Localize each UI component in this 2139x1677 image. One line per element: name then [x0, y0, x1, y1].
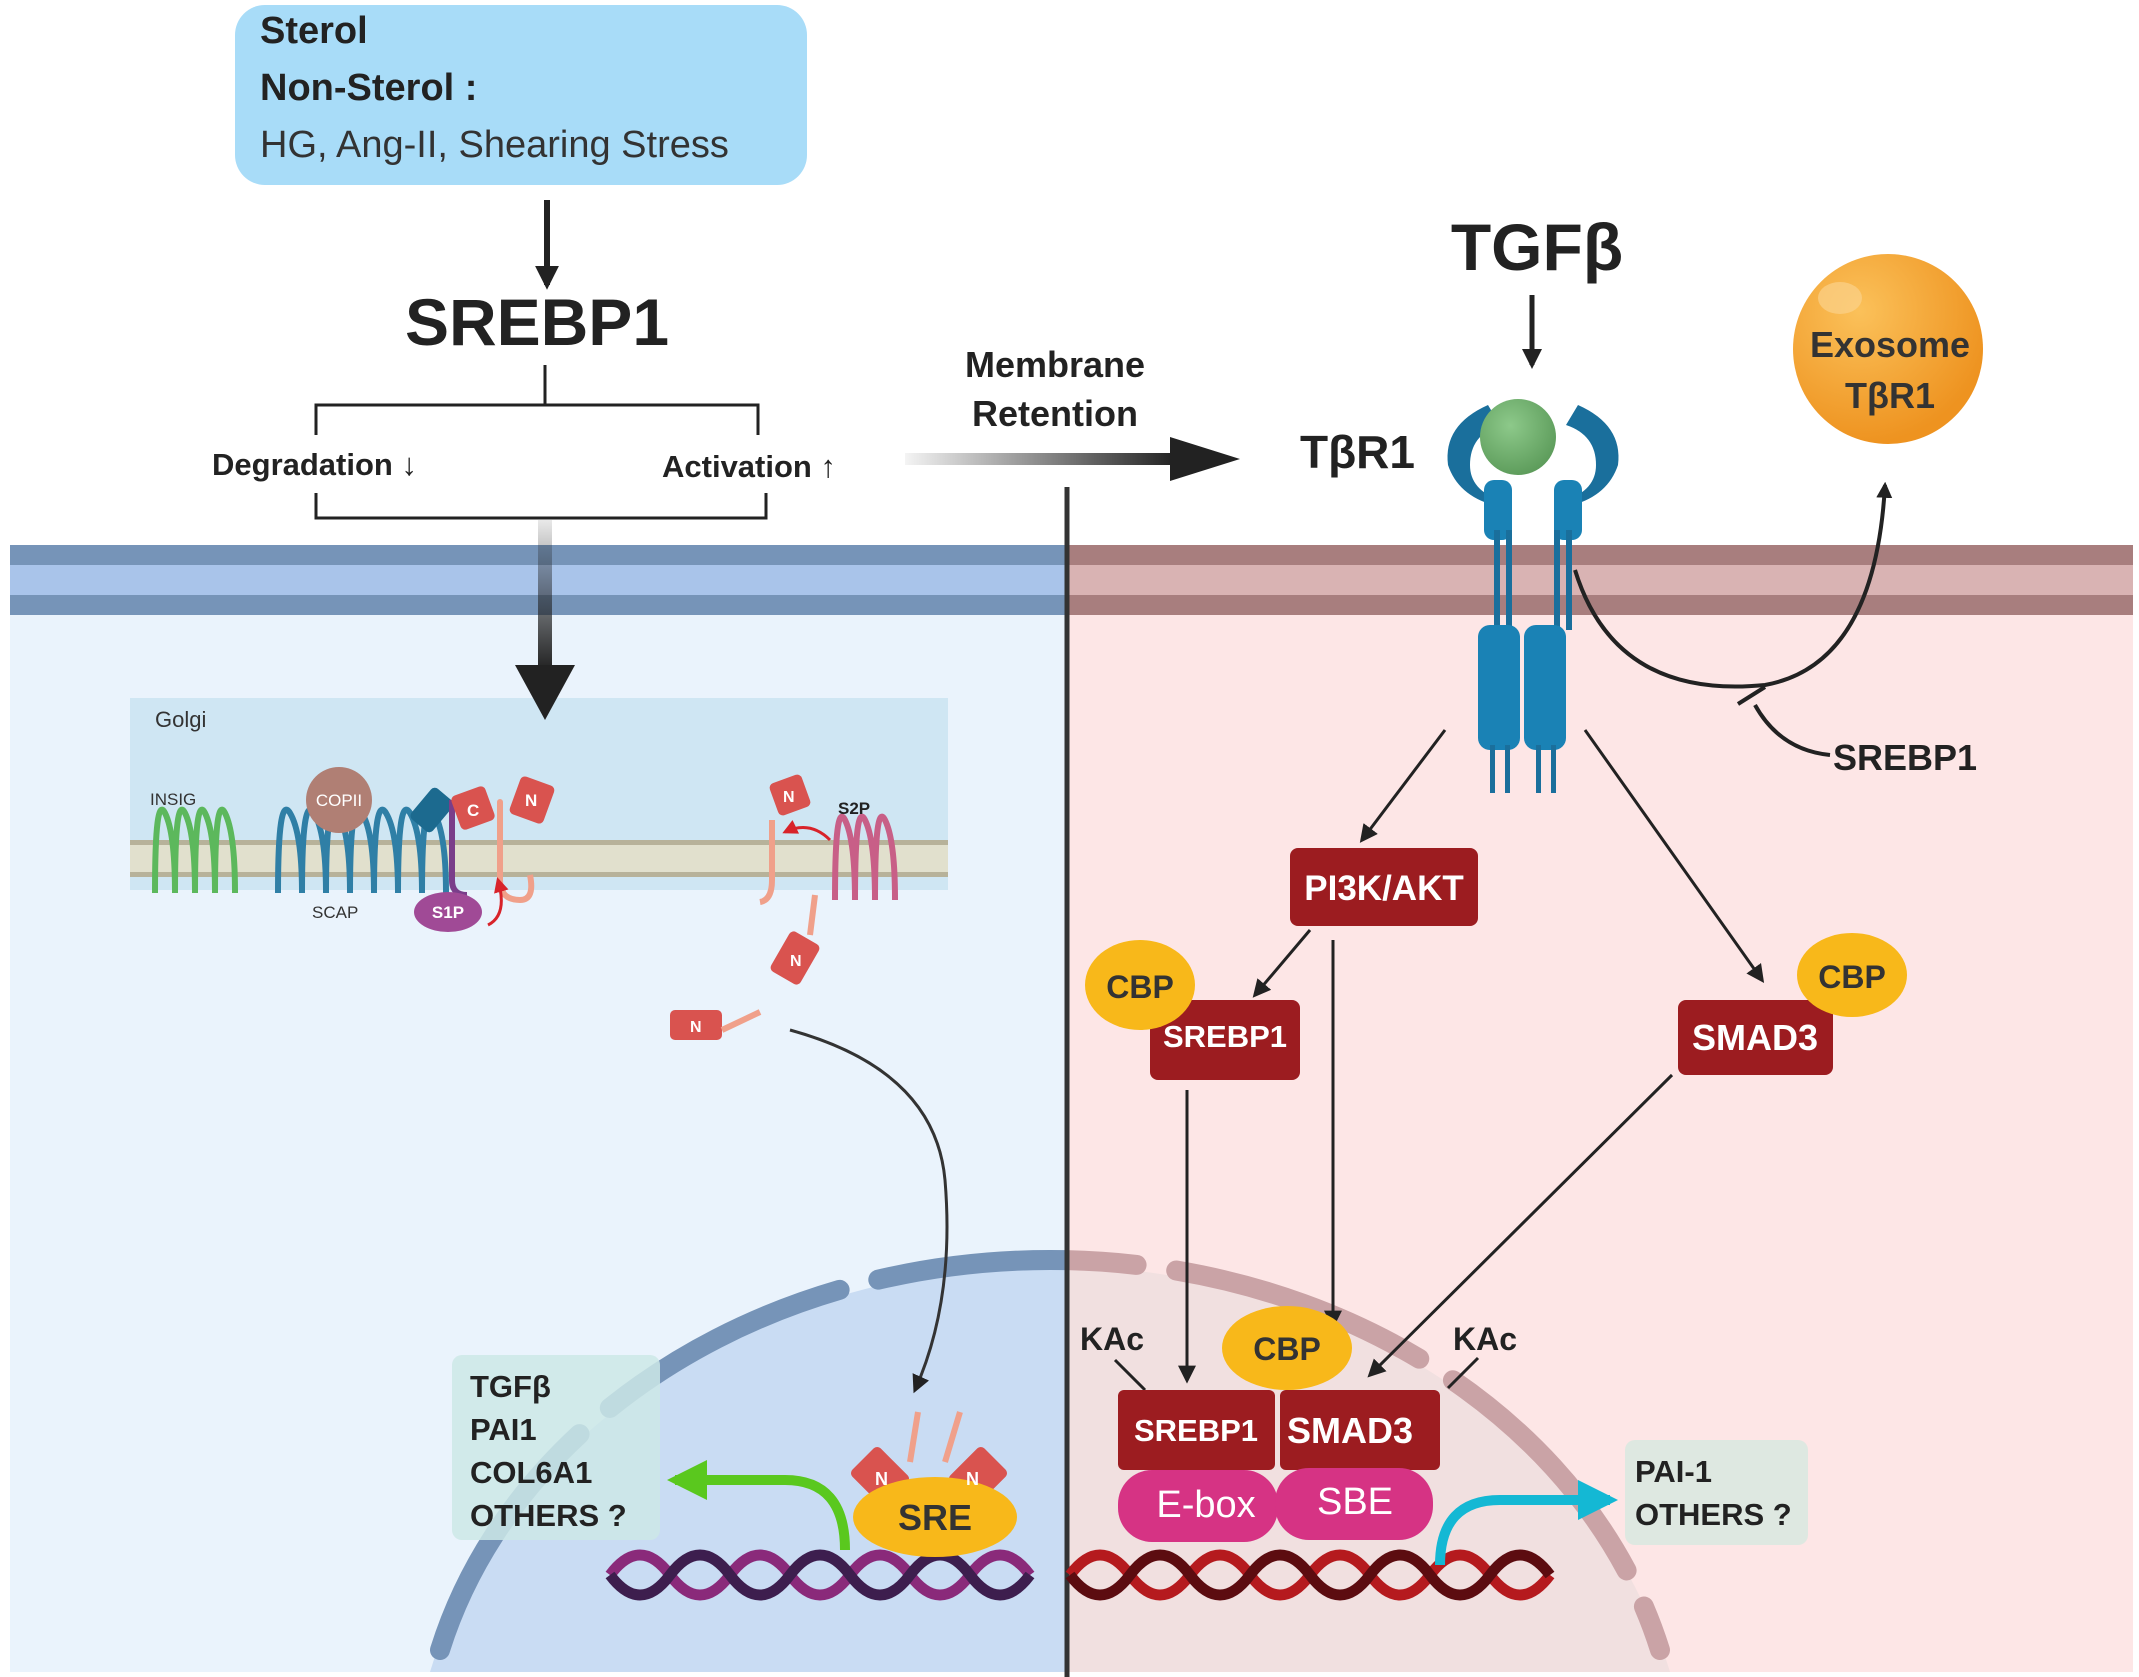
fragment-n-terminal: N — [790, 953, 802, 970]
target-left-4: OTHERS ? — [470, 1498, 627, 1533]
s2p-n-terminal: N — [783, 789, 795, 806]
kac-left: KAc — [1080, 1321, 1144, 1357]
srebp1-inhibitor-label: SREBP1 — [1833, 737, 1977, 778]
target-left-2: PAI1 — [470, 1412, 537, 1447]
target-right-2: OTHERS ? — [1635, 1497, 1792, 1532]
tbr1-label: TβR1 — [1300, 426, 1415, 478]
cbp-left-label: CBP — [1106, 969, 1174, 1005]
input-line-nonsterol: Non-Sterol : — [260, 67, 477, 109]
srebp1-inhibition — [1753, 704, 1831, 757]
dna-helix — [605, 1549, 1555, 1601]
ebox-element — [1118, 1470, 1278, 1542]
srebp1-cyto-box — [1150, 1000, 1300, 1080]
pi3k-akt-label: PI3K/AKT — [1304, 869, 1463, 908]
input-line-sterol: Sterol — [260, 10, 368, 52]
targets-right-box — [1625, 1440, 1808, 1545]
ebox-label: E-box — [1156, 1484, 1255, 1526]
tgfb-ligand — [1480, 399, 1556, 475]
golgi-apparatus: Golgi INSIG SCAP COPII C N S1P S2P N — [130, 698, 948, 932]
target-left-1: TGFβ — [470, 1369, 551, 1404]
sre-complex — [850, 1411, 1017, 1557]
sbe-label: SBE — [1317, 1481, 1393, 1523]
srebp1-nuc-box — [1118, 1390, 1275, 1470]
target-left-3: COL6A1 — [470, 1455, 592, 1490]
fragment-n-terminal-2: N — [690, 1019, 702, 1036]
cbp-center-label: CBP — [1253, 1331, 1321, 1367]
s1p-label: S1P — [432, 903, 464, 922]
pi3k-akt-box — [1290, 848, 1478, 926]
sbe-element — [1275, 1468, 1433, 1540]
regulation-bracket — [314, 365, 768, 520]
copii-complex — [306, 767, 372, 833]
input-box — [235, 5, 807, 185]
tgfb-receptor — [1447, 399, 1619, 793]
exosome-arrow — [1573, 481, 1893, 689]
activation-label: Activation ↑ — [662, 449, 836, 484]
srebp-c-terminal: C — [467, 801, 479, 820]
input-line-stimuli: HG, Ang-II, Shearing Stress — [260, 124, 729, 166]
targets-left-box — [452, 1355, 660, 1540]
smad3-nuc-label: SMAD3 — [1287, 1410, 1413, 1451]
plasma-membrane-right — [1067, 545, 2133, 615]
sre-label: SRE — [898, 1497, 972, 1538]
s2p-protease — [832, 813, 898, 901]
membrane-retention-label-1: Membrane — [965, 344, 1145, 385]
exosome-label-2: TβR1 — [1845, 375, 1935, 416]
membrane-retention-label-2: Retention — [972, 393, 1138, 434]
cbp-center — [1222, 1306, 1352, 1390]
tgfb-title: TGFβ — [1451, 210, 1623, 284]
srebp1-cyto-label: SREBP1 — [1163, 1019, 1287, 1054]
cbp-right-label: CBP — [1818, 959, 1886, 995]
cbp-right — [1797, 933, 1907, 1017]
copii-label: COPII — [316, 791, 362, 810]
golgi-label: Golgi — [155, 707, 206, 732]
sre-element — [853, 1477, 1017, 1557]
srebp-n-terminal: N — [525, 791, 537, 810]
srebp1-title: SREBP1 — [405, 285, 669, 359]
sre-n-right: N — [966, 1469, 979, 1489]
smad3-nuc-box — [1280, 1390, 1440, 1470]
sre-n-left: N — [875, 1469, 888, 1489]
insig-protein — [152, 806, 238, 894]
insig-label: INSIG — [150, 790, 196, 809]
cbp-left — [1085, 940, 1195, 1030]
smad3-cyto-label: SMAD3 — [1692, 1017, 1818, 1058]
released-srebp-fragments: N N — [670, 894, 820, 1040]
target-right-1: PAI-1 — [1635, 1454, 1712, 1489]
degradation-label: Degradation ↓ — [212, 447, 417, 482]
s1p-protease — [414, 892, 482, 932]
s2p-label: S2P — [838, 799, 870, 818]
exosome-label-1: Exosome — [1810, 324, 1970, 365]
srebp1-nuc-label: SREBP1 — [1134, 1413, 1258, 1448]
smad3-cyto-box — [1678, 1000, 1833, 1075]
scap-label: SCAP — [312, 903, 358, 922]
kac-right: KAc — [1453, 1321, 1517, 1357]
